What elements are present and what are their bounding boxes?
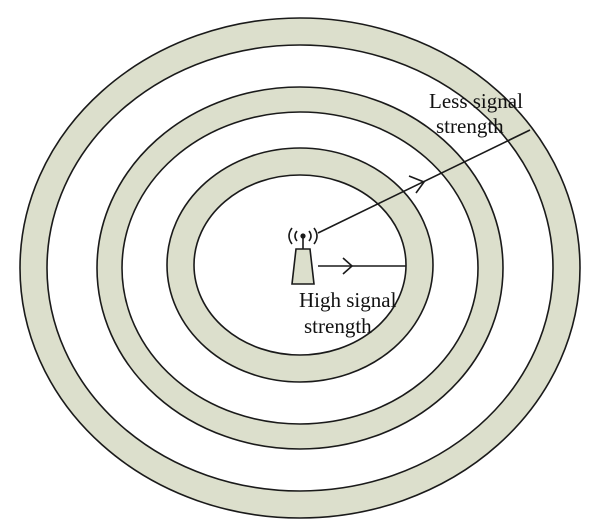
less-signal-label-line1: Less signal bbox=[429, 89, 523, 113]
high-signal-arrow bbox=[318, 257, 406, 275]
high-signal-label-line2: strength bbox=[304, 314, 372, 338]
antenna-tower-icon bbox=[288, 227, 318, 285]
less-signal-label-line2: strength bbox=[436, 114, 504, 138]
high-signal-label-line1: High signal bbox=[299, 288, 397, 312]
less-signal-arrow bbox=[317, 129, 531, 234]
